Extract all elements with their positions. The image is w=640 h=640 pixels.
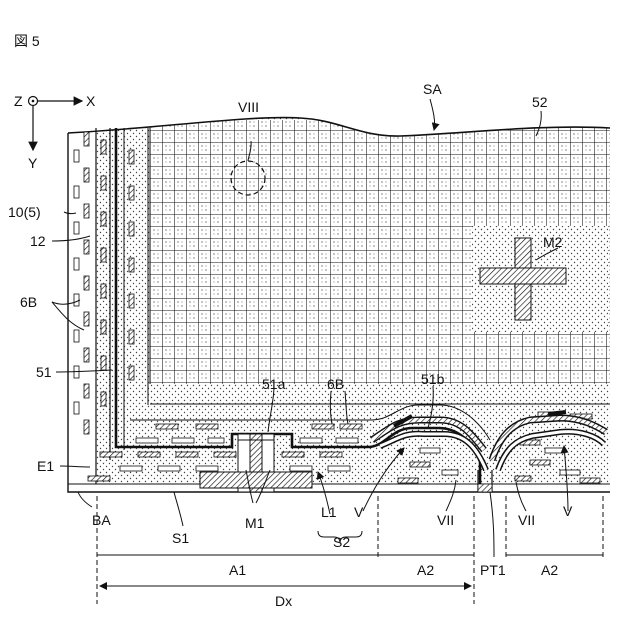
axis-z-label: Z (14, 93, 23, 109)
label-51b: 51b (421, 371, 445, 387)
label-pt1: PT1 (480, 562, 506, 578)
label-l1: L1 (321, 504, 337, 520)
label-51: 51 (36, 364, 52, 380)
label-a2-right: A2 (541, 562, 558, 578)
label-e1: E1 (37, 458, 54, 474)
axis-x-label: X (86, 93, 96, 109)
label-6b-mid: 6B (327, 376, 344, 392)
label-12: 12 (30, 233, 46, 249)
label-m2: M2 (543, 234, 563, 250)
label-m1: M1 (245, 515, 265, 531)
label-vii-left: VII (437, 512, 454, 528)
label-6b-left: 6B (20, 294, 37, 310)
label-vii-right: VII (518, 512, 535, 528)
axis-y-label: Y (28, 155, 38, 171)
label-s1: S1 (172, 530, 189, 546)
label-dx: Dx (275, 593, 292, 609)
label-10-5: 10(5) (8, 204, 41, 220)
figure-title: 図 5 (14, 33, 40, 49)
label-51a: 51a (262, 376, 286, 392)
label-viii: VIII (238, 99, 259, 115)
label-s2: S2 (333, 534, 350, 550)
label-v-right: V (563, 503, 573, 519)
label-52: 52 (532, 94, 548, 110)
label-a2-left: A2 (417, 562, 434, 578)
label-sa: SA (423, 81, 442, 97)
label-v-left: V (354, 504, 364, 520)
label-ba: BA (92, 512, 111, 528)
label-a1: A1 (229, 562, 246, 578)
